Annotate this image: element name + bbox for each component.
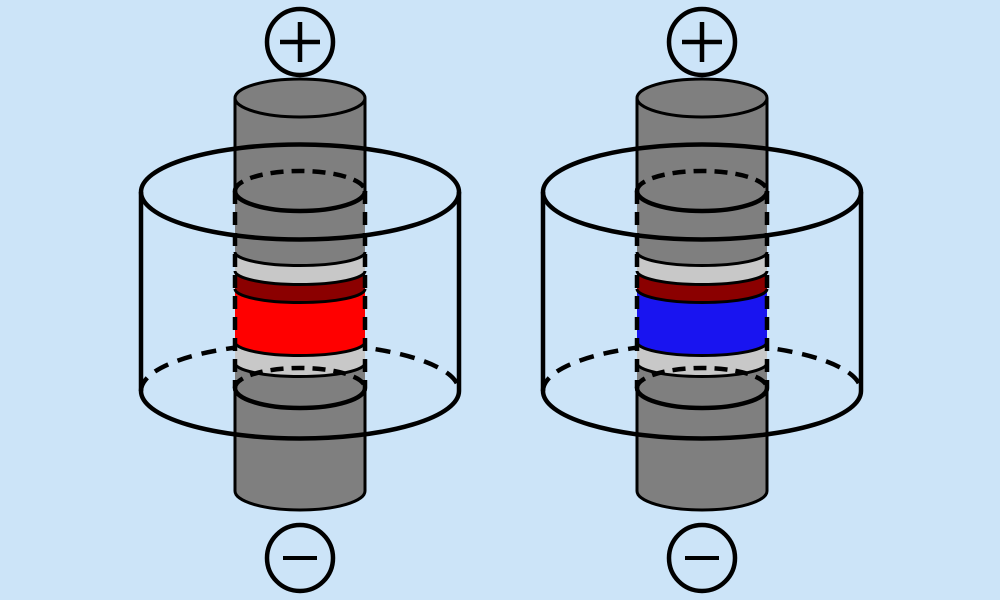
cell-blue (540, 6, 864, 594)
band-boundary-arc (233, 270, 367, 286)
positive-terminal-icon (264, 6, 336, 78)
band-boundary-arc (635, 362, 769, 378)
negative-terminal-icon (264, 522, 336, 594)
rod-top-cap (635, 77, 769, 119)
core-band (235, 289, 365, 356)
interlayer-band (637, 271, 767, 303)
top-passthrough-hidden-edge (232, 168, 368, 192)
container-bottom-rim-hidden-edge (540, 341, 864, 392)
bottom-passthrough-front-edge (634, 387, 770, 411)
band-boundary-arc (635, 251, 769, 267)
lower-spacer-band (235, 342, 365, 377)
lower-spacer-band (637, 342, 767, 377)
negative-terminal-icon (666, 522, 738, 594)
top-passthrough-front-edge (634, 190, 770, 214)
bottom-passthrough-front-edge (232, 387, 368, 411)
core-band (637, 289, 767, 356)
rod-bottom-edge (635, 490, 769, 512)
top-passthrough-front-edge (232, 190, 368, 214)
cell-red (138, 6, 462, 594)
terminal-circle (666, 522, 738, 594)
band-boundary-arc (233, 251, 367, 267)
band-boundary-arc (635, 341, 769, 357)
bottom-passthrough-hidden-edge (634, 365, 770, 389)
top-passthrough-hidden-edge (634, 168, 770, 192)
bottom-passthrough-hidden-edge (232, 365, 368, 389)
rod-bottom-edge (233, 490, 367, 512)
band-boundary-arc (233, 341, 367, 357)
terminal-circle (264, 6, 336, 78)
terminal-circle (666, 6, 738, 78)
rod-top-cap (233, 77, 367, 119)
band-boundary-arc (233, 362, 367, 378)
band-boundary-arc (635, 270, 769, 286)
terminal-circle (264, 522, 336, 594)
upper-spacer-band (637, 252, 767, 285)
positive-terminal-icon (666, 6, 738, 78)
band-boundary-arc (233, 288, 367, 304)
band-boundary-arc (635, 288, 769, 304)
interlayer-band (235, 271, 365, 303)
upper-spacer-band (235, 252, 365, 285)
container-bottom-rim-front-edge (138, 390, 462, 441)
container-bottom-rim-hidden-edge (138, 341, 462, 392)
container-bottom-rim-front-edge (540, 390, 864, 441)
